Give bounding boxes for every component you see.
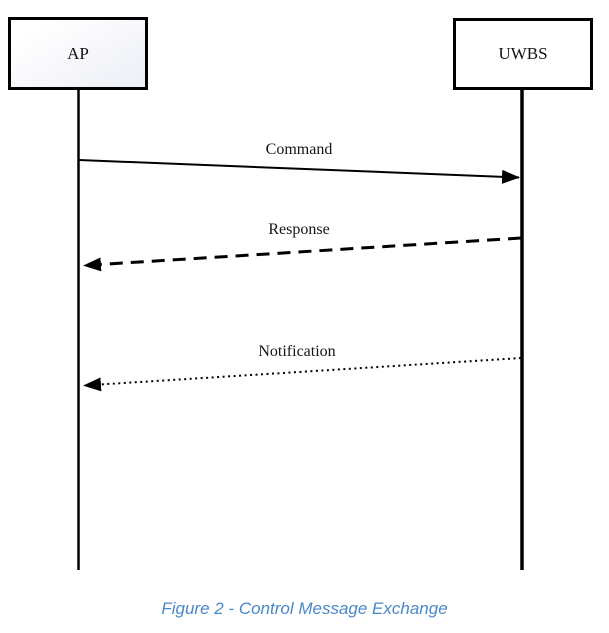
message-arrow-response — [83, 236, 522, 272]
message-label-notification: Notification — [258, 343, 336, 360]
message-arrow-notification — [83, 357, 522, 392]
actor-label-ap: AP — [67, 43, 89, 63]
message-label-response: Response — [268, 221, 330, 238]
actor-box-uwbs: UWBS — [453, 18, 593, 90]
message-arrow-command — [78, 159, 520, 184]
message-label-command: Command — [265, 141, 333, 158]
figure-caption: Figure 2 - Control Message Exchange — [161, 599, 448, 618]
actor-box-ap: AP — [8, 17, 148, 90]
actor-label-uwbs: UWBS — [498, 44, 548, 63]
